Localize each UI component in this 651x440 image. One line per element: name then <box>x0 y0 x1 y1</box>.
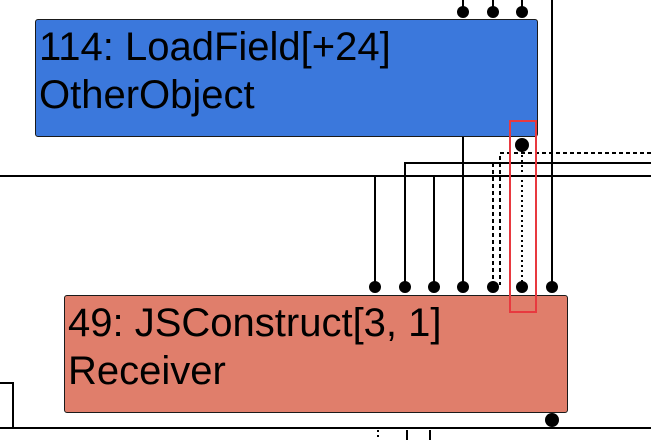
outgoing-edges-bottom <box>377 430 431 440</box>
port-49-in-4 <box>457 281 469 293</box>
edge-left-box <box>0 382 14 428</box>
edge-control-dashed-2 <box>499 152 651 285</box>
lower-left-edge <box>0 382 14 428</box>
input-ports-114 <box>457 6 528 18</box>
port-49-in-3 <box>428 281 440 293</box>
node-js-construct-title: 49: JSConstruct[3, 1] <box>68 301 442 345</box>
port-49-in-7 <box>546 281 558 293</box>
node-load-field[interactable]: 114: LoadField[+24] OtherObject <box>35 19 538 137</box>
node-load-field-subtitle: OtherObject <box>39 73 255 117</box>
input-ports-49 <box>369 281 558 293</box>
port-114-in-3 <box>516 6 528 18</box>
port-49-in-6 <box>516 281 528 293</box>
node-load-field-title: 114: LoadField[+24] <box>39 25 391 69</box>
port-49-in-2 <box>399 281 411 293</box>
port-114-in-1 <box>457 6 469 18</box>
node-js-construct[interactable]: 49: JSConstruct[3, 1] Receiver <box>64 295 568 413</box>
port-49-in-5 <box>487 281 499 293</box>
port-114-in-2 <box>487 6 499 18</box>
edge-input-2 <box>404 162 651 285</box>
output-port-114 <box>515 138 529 152</box>
output-port-49 <box>545 413 559 427</box>
port-49-in-1 <box>369 281 381 293</box>
node-js-construct-subtitle: Receiver <box>68 349 226 393</box>
horizontal-rules <box>0 175 651 429</box>
edges-between-nodes <box>374 137 651 285</box>
